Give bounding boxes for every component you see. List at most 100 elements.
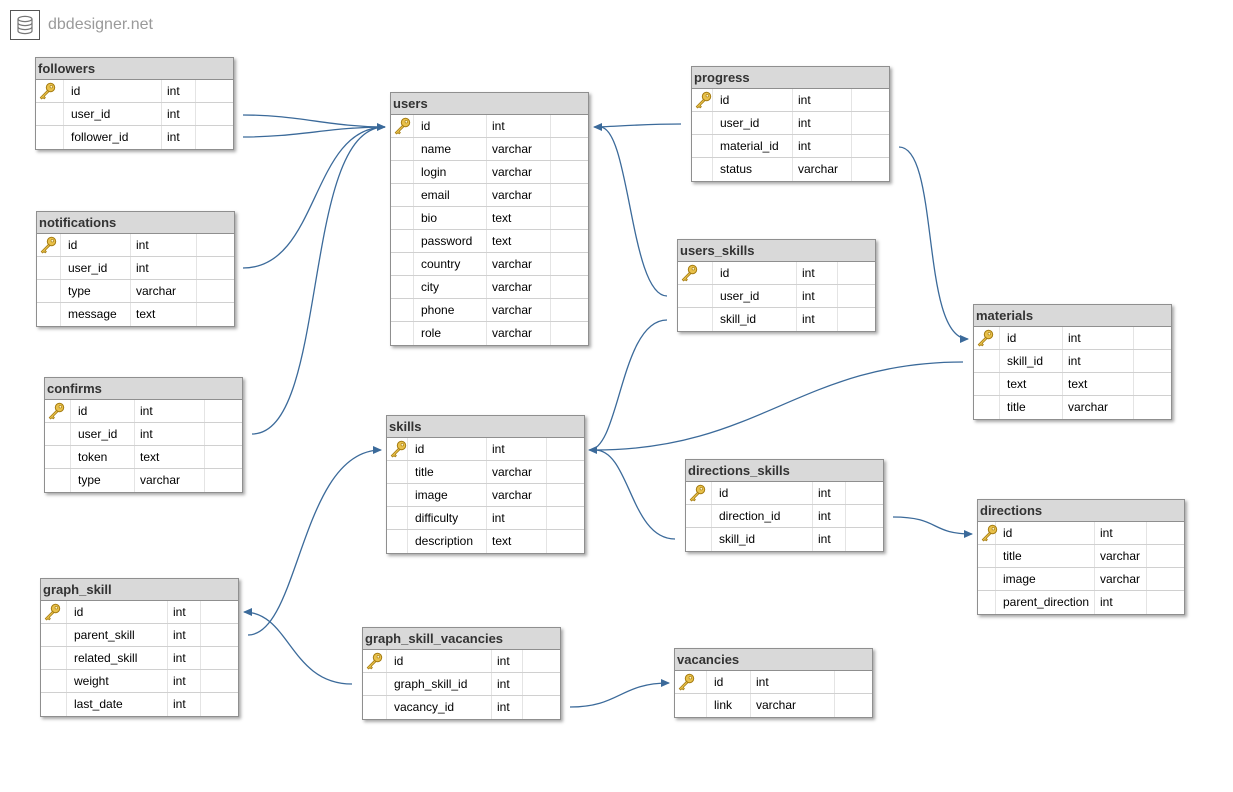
key-cell: [41, 693, 67, 716]
column-name: email: [421, 188, 450, 202]
table-title[interactable]: users: [391, 93, 588, 115]
table-title[interactable]: progress: [692, 67, 889, 89]
table-title[interactable]: vacancies: [675, 649, 872, 671]
table-title[interactable]: confirms: [45, 378, 242, 400]
table-title[interactable]: materials: [974, 305, 1171, 327]
table-title[interactable]: users_skills: [678, 240, 875, 262]
table-title[interactable]: graph_skill_vacancies: [363, 628, 560, 650]
primary-key-cell: [675, 671, 707, 693]
table-title[interactable]: notifications: [37, 212, 234, 234]
column-divider: [837, 285, 838, 307]
column-type: varchar: [492, 488, 533, 502]
column-type: int: [492, 119, 505, 133]
column-divider: [1094, 522, 1095, 544]
table-title[interactable]: skills: [387, 416, 584, 438]
column-name: title: [415, 465, 434, 479]
column-divider: [796, 285, 797, 307]
key-cell: [692, 112, 713, 134]
column-divider: [1146, 522, 1147, 544]
table-title[interactable]: graph_skill: [41, 579, 238, 601]
table-title[interactable]: directions: [978, 500, 1184, 522]
column-divider: [1094, 568, 1095, 590]
column-type: int: [497, 654, 510, 668]
key-cell: [686, 528, 712, 551]
key-cell: [36, 103, 64, 125]
column-divider: [196, 303, 197, 326]
table-title[interactable]: directions_skills: [686, 460, 883, 482]
primary-key-cell: [41, 601, 67, 623]
table-title[interactable]: followers: [36, 58, 233, 80]
column-divider: [550, 253, 551, 275]
column-name: user_id: [68, 261, 108, 275]
key-cell: [391, 299, 414, 321]
